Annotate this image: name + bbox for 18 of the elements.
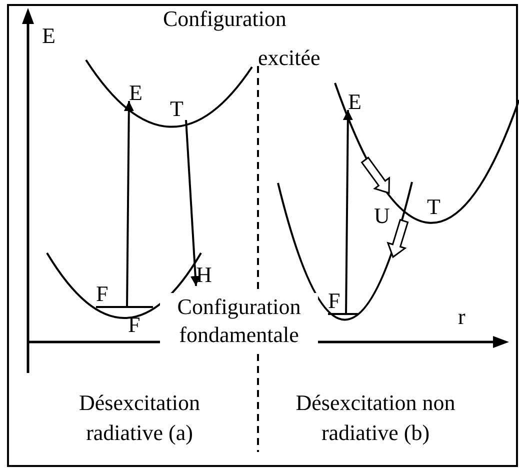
diagram-label: T xyxy=(427,196,440,218)
transition-arrow xyxy=(342,110,353,315)
vibrational-level: F xyxy=(328,290,358,315)
diagram-label: Configuration xyxy=(163,8,286,30)
diagram-label: U xyxy=(374,205,390,227)
diagram-label: E xyxy=(42,25,56,47)
vibrational-level: F xyxy=(96,283,153,308)
point-label: E xyxy=(129,82,142,104)
diagram-label: Désexcitation radiative (a) xyxy=(78,389,201,447)
point-label: E xyxy=(348,91,362,113)
transition-arrow xyxy=(185,120,200,286)
diagram-label: r xyxy=(458,306,466,328)
diagram-label: Désexcitation non radiative (b) xyxy=(294,389,456,447)
diagram-label: excitée xyxy=(258,47,320,69)
transition-arrow xyxy=(124,101,134,308)
point-label: T xyxy=(170,98,184,120)
diagram-label: Configuration fondamentale xyxy=(160,293,318,349)
point-label: H xyxy=(196,264,212,286)
